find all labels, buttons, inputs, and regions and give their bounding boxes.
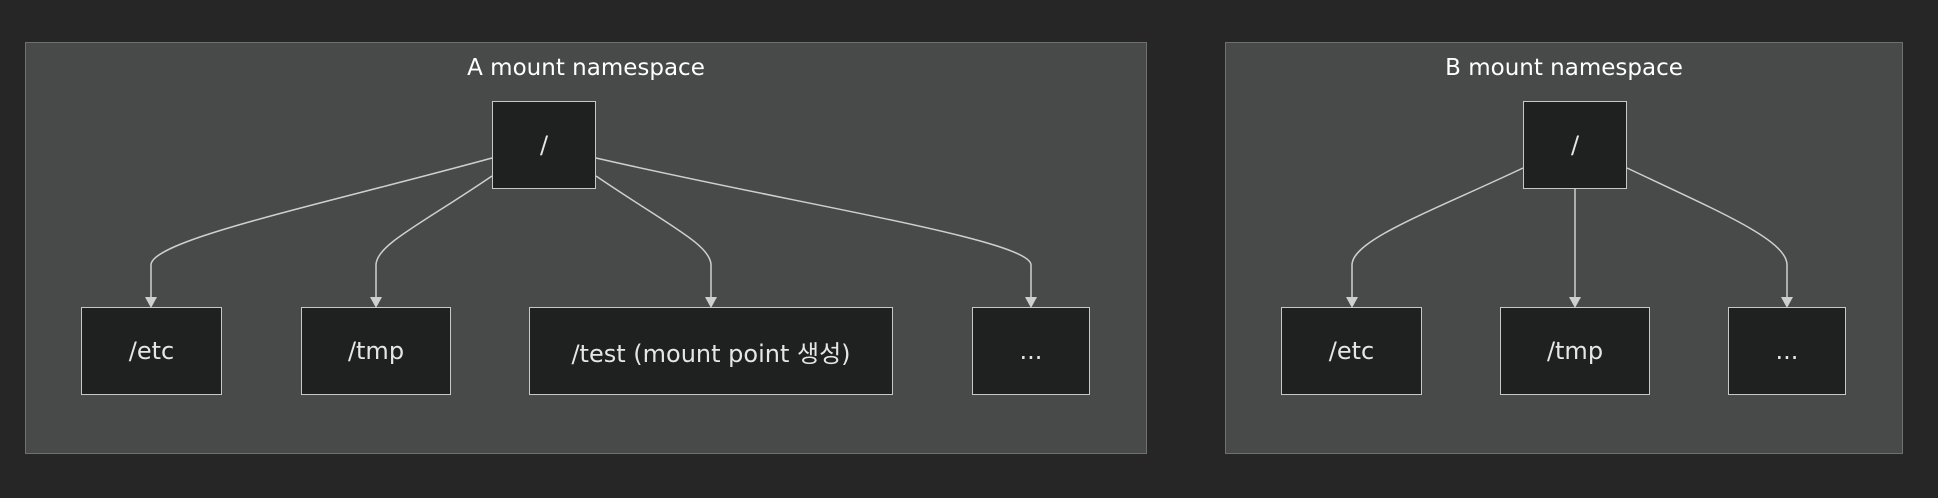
namespace-b-title: B mount namespace	[1445, 55, 1683, 81]
edge-a-root-ellipsis	[595, 157, 1032, 297]
edge-b-root-ellipsis	[1626, 167, 1788, 297]
node-a-root: /	[492, 101, 596, 189]
edge-b-root-tmp-arrow	[1569, 297, 1581, 308]
edge-a-root-test	[595, 175, 712, 297]
node-b-root: /	[1523, 101, 1627, 189]
edge-a-root-test-arrow	[705, 297, 717, 308]
edge-b-root-etc-arrow	[1346, 297, 1358, 308]
node-a-tmp: /tmp	[301, 307, 451, 395]
edge-a-root-ellipsis-arrow	[1025, 297, 1037, 308]
namespace-a-title: A mount namespace	[467, 55, 705, 81]
edge-b-root-etc	[1351, 167, 1524, 297]
node-a-test: /test (mount point 생성)	[529, 307, 893, 395]
node-b-tmp: /tmp	[1500, 307, 1650, 395]
edge-a-root-etc	[150, 157, 493, 297]
node-a-etc: /etc	[81, 307, 222, 395]
edge-a-root-tmp	[375, 175, 493, 297]
edge-a-root-etc-arrow	[145, 297, 157, 308]
edge-b-root-ellipsis-arrow	[1781, 297, 1793, 308]
edge-a-root-tmp-arrow	[370, 297, 382, 308]
node-b-ellipsis: ...	[1728, 307, 1846, 395]
node-b-etc: /etc	[1281, 307, 1422, 395]
node-a-ellipsis: ...	[972, 307, 1090, 395]
